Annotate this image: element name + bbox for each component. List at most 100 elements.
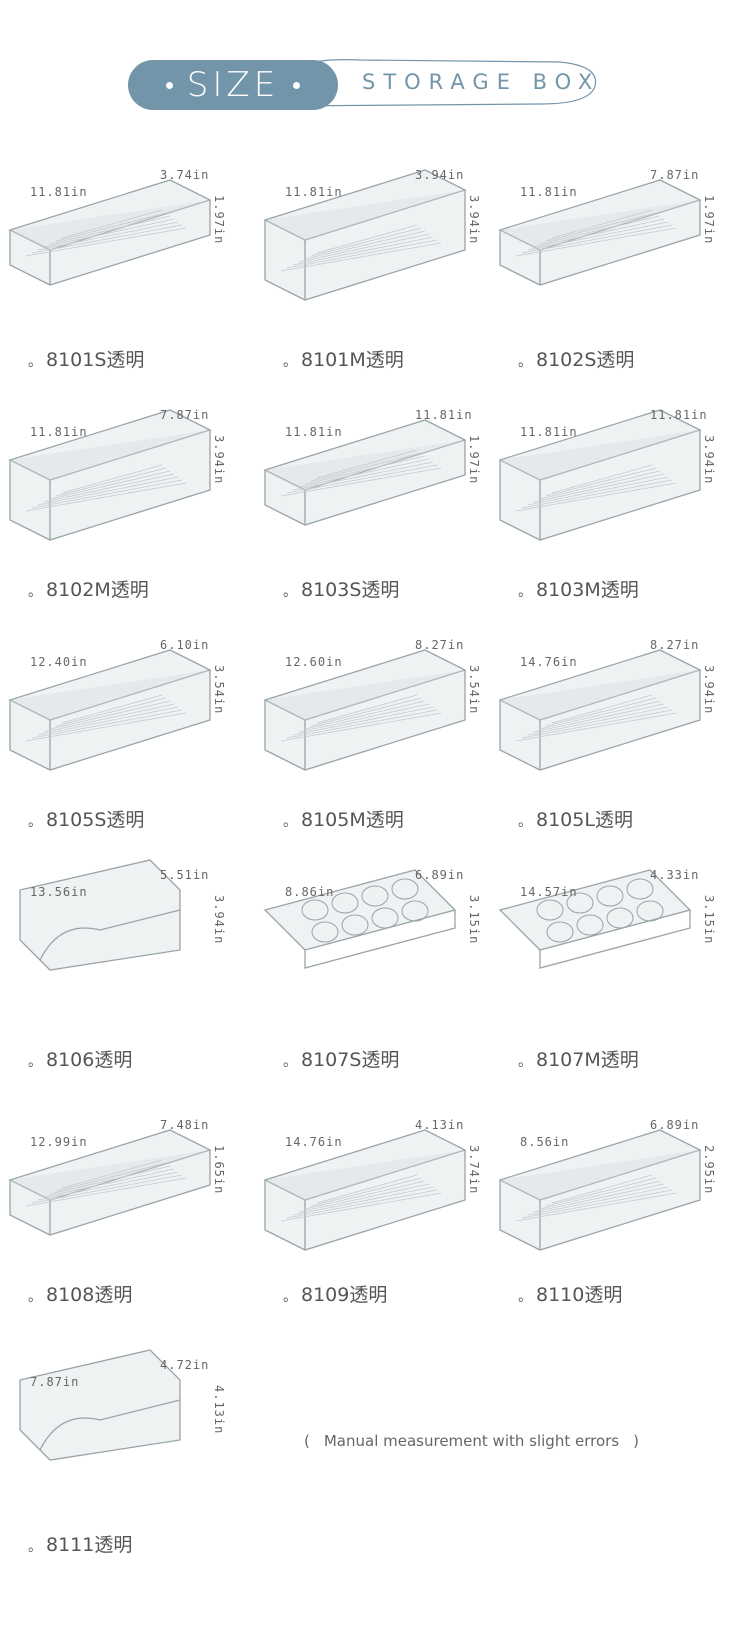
height-dimension: 3.54in xyxy=(467,665,481,715)
product-caption: 。8106透明 xyxy=(28,1045,132,1072)
caption-text: 8107S透明 xyxy=(301,1049,400,1071)
product-illustration xyxy=(263,419,467,526)
length-dimension: 11.81in xyxy=(520,185,578,199)
caption-text: 8106透明 xyxy=(46,1049,133,1071)
size-title: SIZE xyxy=(186,65,280,105)
product-illustration xyxy=(498,1129,702,1251)
caption-bullet: 。 xyxy=(28,1289,42,1305)
product-caption: 。8109透明 xyxy=(283,1280,387,1307)
caption-bullet: 。 xyxy=(28,814,42,830)
length-dimension: 14.76in xyxy=(520,655,578,669)
note-open-paren: ( xyxy=(304,1432,310,1450)
caption-bullet: 。 xyxy=(283,354,297,370)
caption-bullet: 。 xyxy=(518,814,532,830)
dot-right-icon xyxy=(293,81,301,89)
caption-text: 8108透明 xyxy=(46,1284,133,1306)
caption-text: 8105S透明 xyxy=(46,809,145,831)
dot-left-icon xyxy=(165,81,173,89)
caption-text: 8107M透明 xyxy=(536,1049,639,1071)
length-dimension: 8.86in xyxy=(285,885,335,899)
height-dimension: 3.15in xyxy=(702,895,716,945)
product-caption: 。8101S透明 xyxy=(28,345,144,372)
product-illustration xyxy=(498,649,702,771)
caption-bullet: 。 xyxy=(28,1054,42,1070)
caption-bullet: 。 xyxy=(283,1054,297,1070)
caption-text: 8109透明 xyxy=(301,1284,388,1306)
width-dimension: 5.51in xyxy=(160,868,210,882)
height-dimension: 1.97in xyxy=(702,195,716,245)
width-dimension: 4.13in xyxy=(415,1118,465,1132)
width-dimension: 3.94in xyxy=(415,168,465,182)
width-dimension: 4.33in xyxy=(650,868,700,882)
product-caption: 。8110透明 xyxy=(518,1280,622,1307)
height-dimension: 4.13in xyxy=(212,1385,226,1435)
note-close-paren: ) xyxy=(633,1432,639,1450)
product-caption: 。8105M透明 xyxy=(283,805,404,832)
width-dimension: 7.48in xyxy=(160,1118,210,1132)
product-illustration xyxy=(498,409,702,541)
note-text: Manual measurement with slight errors xyxy=(323,1432,620,1450)
width-dimension: 11.81in xyxy=(415,408,473,422)
product-caption: 。8103M透明 xyxy=(518,575,639,602)
caption-bullet: 。 xyxy=(518,1054,532,1070)
measurement-note: ( Manual measurement with slight errors) xyxy=(290,1432,653,1450)
length-dimension: 12.60in xyxy=(285,655,343,669)
caption-text: 8101M透明 xyxy=(301,349,404,371)
length-dimension: 12.40in xyxy=(30,655,88,669)
product-illustration xyxy=(8,179,212,286)
caption-text: 8102M透明 xyxy=(46,579,149,601)
caption-bullet: 。 xyxy=(518,584,532,600)
caption-bullet: 。 xyxy=(28,354,42,370)
width-dimension: 4.72in xyxy=(160,1358,210,1372)
product-caption: 。8107M透明 xyxy=(518,1045,639,1072)
caption-text: 8102S透明 xyxy=(536,349,635,371)
height-dimension: 3.94in xyxy=(212,435,226,485)
length-dimension: 11.81in xyxy=(30,425,88,439)
caption-bullet: 。 xyxy=(283,814,297,830)
caption-text: 8101S透明 xyxy=(46,349,145,371)
product-illustration xyxy=(8,409,212,541)
caption-bullet: 。 xyxy=(28,1539,42,1555)
product-illustration xyxy=(498,179,702,286)
width-dimension: 6.10in xyxy=(160,638,210,652)
width-dimension: 8.27in xyxy=(415,638,465,652)
product-illustration xyxy=(263,169,467,301)
height-dimension: 1.65in xyxy=(212,1145,226,1195)
page-header: SIZE STORAGE BOX xyxy=(0,0,750,140)
width-dimension: 11.81in xyxy=(650,408,708,422)
length-dimension: 14.57in xyxy=(520,885,578,899)
caption-text: 8111透明 xyxy=(46,1534,133,1556)
product-illustration xyxy=(19,1349,181,1461)
product-illustration xyxy=(19,859,181,971)
caption-text: 8103S透明 xyxy=(301,579,400,601)
caption-bullet: 。 xyxy=(28,584,42,600)
length-dimension: 7.87in xyxy=(30,1375,80,1389)
caption-bullet: 。 xyxy=(283,584,297,600)
height-dimension: 2.95in xyxy=(702,1145,716,1195)
product-illustration xyxy=(263,649,467,771)
caption-text: 8105L透明 xyxy=(536,809,633,831)
height-dimension: 1.97in xyxy=(467,435,481,485)
height-dimension: 3.94in xyxy=(702,665,716,715)
width-dimension: 8.27in xyxy=(650,638,700,652)
width-dimension: 3.74in xyxy=(160,168,210,182)
caption-bullet: 。 xyxy=(518,354,532,370)
product-illustration xyxy=(8,1129,212,1236)
product-caption: 。8105L透明 xyxy=(518,805,633,832)
height-dimension: 3.94in xyxy=(702,435,716,485)
storage-box-subtitle: STORAGE BOX xyxy=(362,70,601,94)
product-illustration xyxy=(498,869,692,969)
caption-bullet: 。 xyxy=(283,1289,297,1305)
product-caption: 。8101M透明 xyxy=(283,345,404,372)
product-illustration xyxy=(8,649,212,771)
